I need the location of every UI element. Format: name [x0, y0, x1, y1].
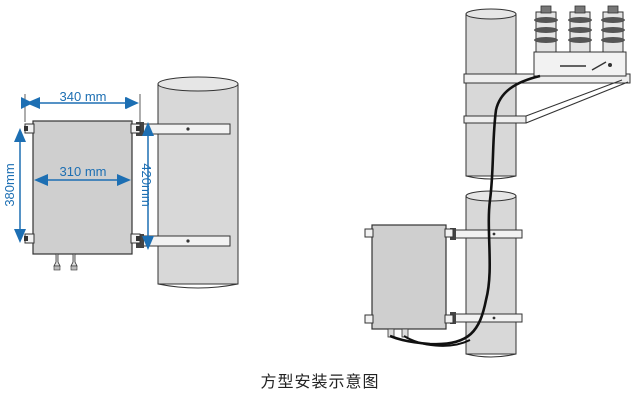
upper-pole	[465, 8, 517, 180]
insulator-1	[534, 5, 558, 53]
dimension-inner-width: 310 mm	[34, 164, 131, 186]
right-top-switch-view	[463, 5, 631, 180]
left-mounting-view: 340 mm 310 mm 380mm 420mm	[2, 76, 239, 289]
lower-pole	[465, 190, 517, 358]
lower-control-box	[364, 224, 454, 338]
dimension-top-width: 340 mm	[21, 89, 141, 122]
insulator-3	[601, 5, 625, 53]
left-control-box	[24, 120, 141, 271]
dimension-left-height: 380mm	[2, 128, 26, 243]
control-cable	[389, 74, 541, 347]
right-bottom-box-view	[364, 190, 523, 358]
switch-body	[533, 51, 627, 77]
dimension-top-width-label: 340 mm	[60, 89, 107, 104]
insulator-2	[568, 5, 592, 53]
lower-lower-strap	[450, 312, 523, 324]
dimension-inner-width-label: 310 mm	[60, 164, 107, 179]
dimension-left-height-label: 380mm	[2, 163, 17, 206]
dimension-right-height: 420mm	[139, 122, 154, 250]
left-pole	[157, 76, 239, 289]
dimension-right-height-label: 420mm	[139, 163, 154, 206]
diagram-caption: 方型安装示意图	[260, 372, 380, 391]
lower-upper-strap	[450, 228, 523, 240]
